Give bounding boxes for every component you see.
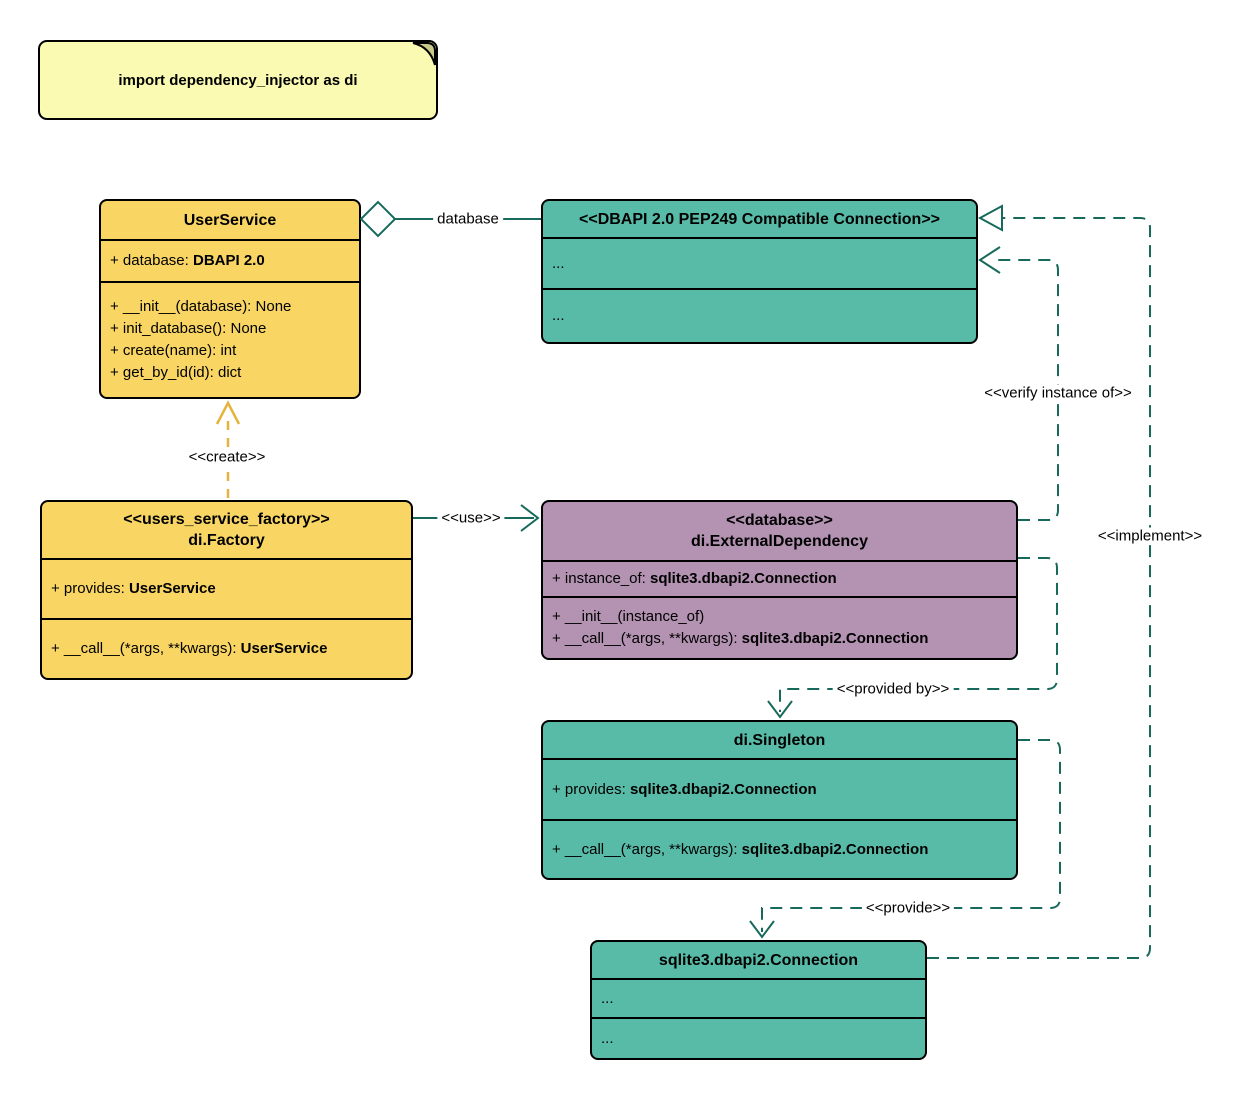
note-import-di: import dependency_injector as di [38, 40, 438, 120]
open-arrowhead-icon [749, 920, 775, 939]
attribute-text: + database: [110, 252, 193, 269]
method-text: + __call__(*args, **kwargs): [552, 630, 742, 647]
open-arrowhead-icon [215, 400, 241, 425]
class-di-singleton: di.Singleton + provides: sqlite3.dbapi2.… [541, 720, 1018, 880]
method-text: + init_database(): None [110, 320, 267, 337]
open-arrowhead-icon [520, 504, 540, 532]
edge-label-database: database [433, 210, 503, 228]
method-text: + __init__(database): None [110, 298, 292, 315]
methods-compartment: + __init__(instance_of) + __call__(*args… [543, 596, 1016, 658]
method-row: + get_by_id(id): dict [110, 362, 350, 384]
attributes-compartment: + provides: sqlite3.dbapi2.Connection [543, 758, 1016, 819]
edge-label-implement: <<implement>> [1093, 527, 1207, 545]
edge-label-provide: <<provide>> [861, 899, 955, 917]
class-name: di.ExternalDependency [691, 533, 868, 550]
edge-label-create: <<create>> [184, 448, 270, 466]
class-name: UserService [183, 211, 277, 229]
class-di-factory: <<users_service_factory>> di.Factory + p… [40, 500, 413, 680]
attribute-text: + provides: [51, 580, 129, 597]
class-sqlite-connection: sqlite3.dbapi2.Connection ... ... [590, 940, 927, 1060]
attribute-type: sqlite3.dbapi2.Connection [649, 570, 837, 587]
class-title: sqlite3.dbapi2.Connection [592, 942, 925, 978]
aggregation-diamond-icon [359, 200, 397, 238]
method-row: + __call__(*args, **kwargs): sqlite3.dba… [552, 839, 1007, 861]
method-text: + __init__(instance_of) [552, 608, 705, 625]
class-title: di.Singleton [543, 722, 1016, 758]
attribute-row: + provides: sqlite3.dbapi2.Connection [552, 779, 1007, 801]
methods-compartment: + __init__(database): None + init_databa… [101, 281, 359, 397]
class-stereotype: <<database>> [726, 512, 833, 529]
attribute-row: + instance_of: sqlite3.dbapi2.Connection [552, 568, 1007, 590]
ellipsis-row: ... [552, 307, 565, 324]
attributes-compartment: + provides: UserService [42, 558, 411, 618]
note-text: import dependency_injector as di [118, 71, 358, 89]
class-user-service: UserService + database: DBAPI 2.0 + __in… [99, 199, 361, 399]
methods-compartment: + __call__(*args, **kwargs): UserService [42, 618, 411, 678]
class-name: di.Singleton [733, 731, 826, 749]
attribute-row: + provides: UserService [51, 578, 402, 600]
class-name: sqlite3.dbapi2.Connection [658, 951, 859, 969]
method-return-type: sqlite3.dbapi2.Connection [741, 630, 929, 647]
method-return-type: sqlite3.dbapi2.Connection [741, 840, 929, 858]
ellipsis-row: ... [552, 254, 565, 272]
ellipsis-row: ... [601, 989, 614, 1007]
class-stereotype: <<users_service_factory>> [123, 511, 330, 528]
attributes-compartment: + instance_of: sqlite3.dbapi2.Connection [543, 560, 1016, 596]
method-row: + __call__(*args, **kwargs): sqlite3.dba… [552, 628, 1007, 650]
method-text: + get_by_id(id): dict [110, 364, 242, 381]
open-arrowhead-icon [767, 700, 793, 719]
class-dbapi-connection: <<DBAPI 2.0 PEP249 Compatible Connection… [541, 199, 978, 344]
note-fold-icon [412, 42, 436, 66]
attribute-row: + database: DBAPI 2.0 [110, 250, 350, 272]
edge-label-provided-by: <<provided by>> [832, 680, 954, 698]
class-title: UserService [101, 201, 359, 239]
method-row: + init_database(): None [110, 318, 350, 340]
open-arrowhead-icon [978, 246, 1001, 274]
class-title: <<users_service_factory>> di.Factory [42, 502, 411, 558]
triangle-arrowhead-icon [977, 204, 1003, 232]
attributes-compartment: + database: DBAPI 2.0 [101, 239, 359, 281]
method-row: + __init__(instance_of) [552, 606, 1007, 628]
method-row: + create(name): int [110, 340, 350, 362]
attribute-type: UserService [128, 580, 216, 597]
method-return-type: UserService [240, 640, 328, 657]
edge-label-verify-instance-of: <<verify instance of>> [980, 384, 1136, 402]
class-di-external-dependency: <<database>> di.ExternalDependency + ins… [541, 500, 1018, 660]
attribute-text: + provides: [552, 780, 630, 798]
method-row: + __call__(*args, **kwargs): UserService [51, 638, 402, 660]
ellipsis-row: ... [601, 1029, 614, 1047]
methods-compartment: + __call__(*args, **kwargs): sqlite3.dba… [543, 819, 1016, 878]
class-title: <<DBAPI 2.0 PEP249 Compatible Connection… [543, 201, 976, 237]
attributes-compartment: ... [543, 237, 976, 288]
class-title: <<database>> di.ExternalDependency [543, 502, 1016, 560]
edge-label-use: <<use>> [437, 509, 505, 527]
class-name: <<DBAPI 2.0 PEP249 Compatible Connection… [579, 210, 940, 228]
method-text: + create(name): int [110, 342, 237, 359]
methods-compartment: ... [592, 1017, 925, 1058]
attribute-type: sqlite3.dbapi2.Connection [629, 780, 817, 798]
class-name: di.Factory [188, 532, 265, 549]
attribute-text: + instance_of: [552, 570, 650, 587]
attribute-type: DBAPI 2.0 [192, 252, 265, 269]
method-text: + __call__(*args, **kwargs): [552, 840, 742, 858]
attributes-compartment: ... [592, 978, 925, 1017]
method-row: + __init__(database): None [110, 296, 350, 318]
methods-compartment: ... [543, 288, 976, 342]
method-text: + __call__(*args, **kwargs): [51, 640, 241, 657]
